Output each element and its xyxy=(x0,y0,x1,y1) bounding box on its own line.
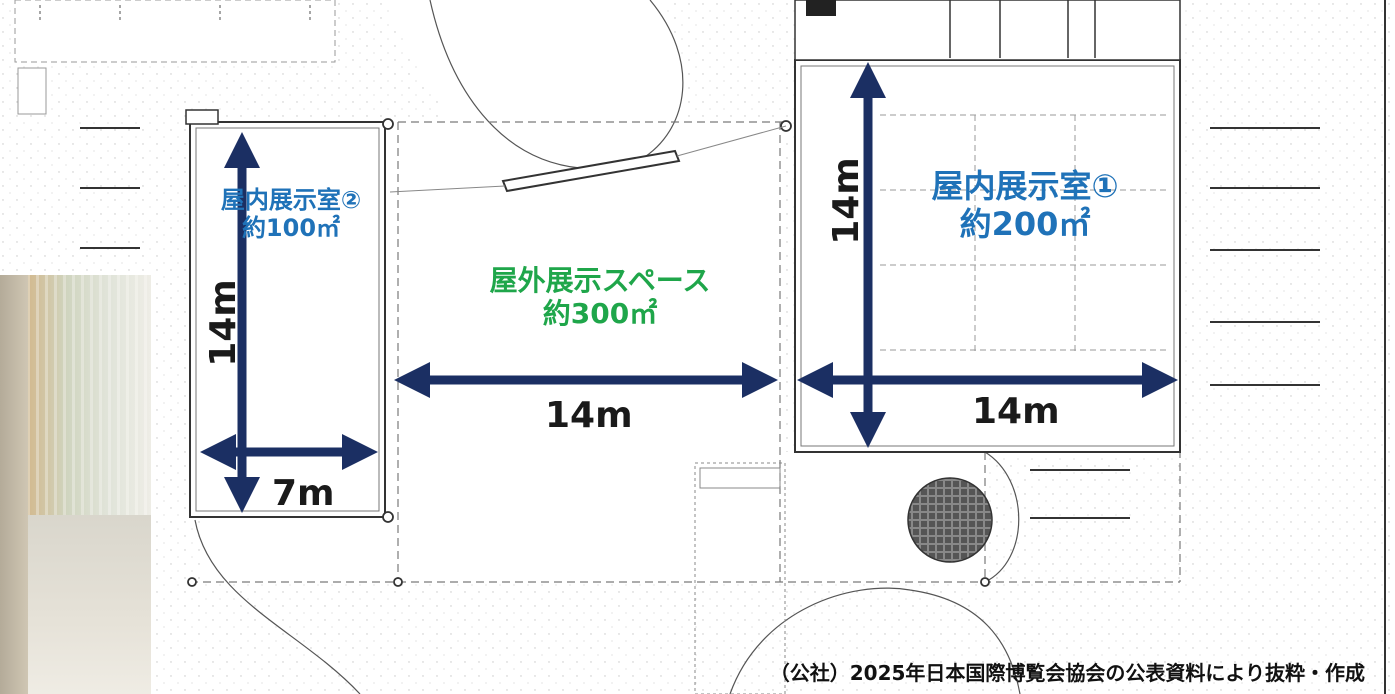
dim-outdoor-width: 14m xyxy=(545,395,633,436)
label-indoor-room-2: 屋内展示室② 約100㎡ xyxy=(196,186,386,243)
dim-indoor2-width: 7m xyxy=(272,473,335,514)
indoor-room-2-name: 屋内展示室② xyxy=(220,186,362,214)
indoor-room-1-area: 約200㎡ xyxy=(959,204,1091,243)
top-corridor-box xyxy=(17,67,47,115)
indoor-room-1-grid xyxy=(880,114,1170,352)
source-caption: （公社）2025年日本国際博覧会協会の公表資料により抜粋・作成 xyxy=(769,661,1365,685)
door-arc-bottom xyxy=(729,587,1021,694)
bench-line-2 xyxy=(676,125,787,157)
photo-inset xyxy=(0,275,151,694)
top-right-building xyxy=(794,0,1181,61)
indoor-room-2-area: 約100㎡ xyxy=(241,214,341,243)
outdoor-upper xyxy=(385,0,685,182)
bottom-structure xyxy=(694,462,786,694)
tick-marks xyxy=(80,127,1320,519)
indoor-room-2-inner xyxy=(195,127,380,512)
photo-curtain xyxy=(0,275,28,694)
indoor-room-1-name: 屋内展示室① xyxy=(931,167,1119,205)
tree-grate xyxy=(907,477,993,563)
bench-line-1 xyxy=(389,185,506,193)
outdoor-space-name: 屋外展示スペース xyxy=(489,264,711,297)
dimension-arrows xyxy=(200,62,1178,513)
door-arc-bottom-left xyxy=(194,519,361,694)
top-corridor xyxy=(14,0,336,63)
outdoor-space-area: 約300㎡ xyxy=(542,297,658,331)
top-corridor-ticks xyxy=(39,5,311,23)
label-indoor-room-1: 屋内展示室① 約200㎡ xyxy=(890,167,1160,244)
door-arc-top xyxy=(429,0,581,169)
bottom-structure-fill xyxy=(699,467,781,489)
indoor-room-2-door xyxy=(185,109,219,125)
door-arc-right xyxy=(984,451,1020,583)
dim-indoor1-height: 14m xyxy=(825,157,867,245)
outdoor-area xyxy=(200,122,985,582)
door-arc-top-right xyxy=(639,0,684,161)
stair-mark xyxy=(806,0,836,16)
outdoor-bench xyxy=(501,149,681,193)
dim-indoor2-height: 14m xyxy=(202,279,244,367)
top-right-partitions xyxy=(949,0,1096,58)
indoor-room-1-inner xyxy=(800,65,1175,447)
label-outdoor-space: 屋外展示スペース 約300㎡ xyxy=(450,264,750,330)
dim-indoor1-width: 14m xyxy=(972,391,1060,432)
